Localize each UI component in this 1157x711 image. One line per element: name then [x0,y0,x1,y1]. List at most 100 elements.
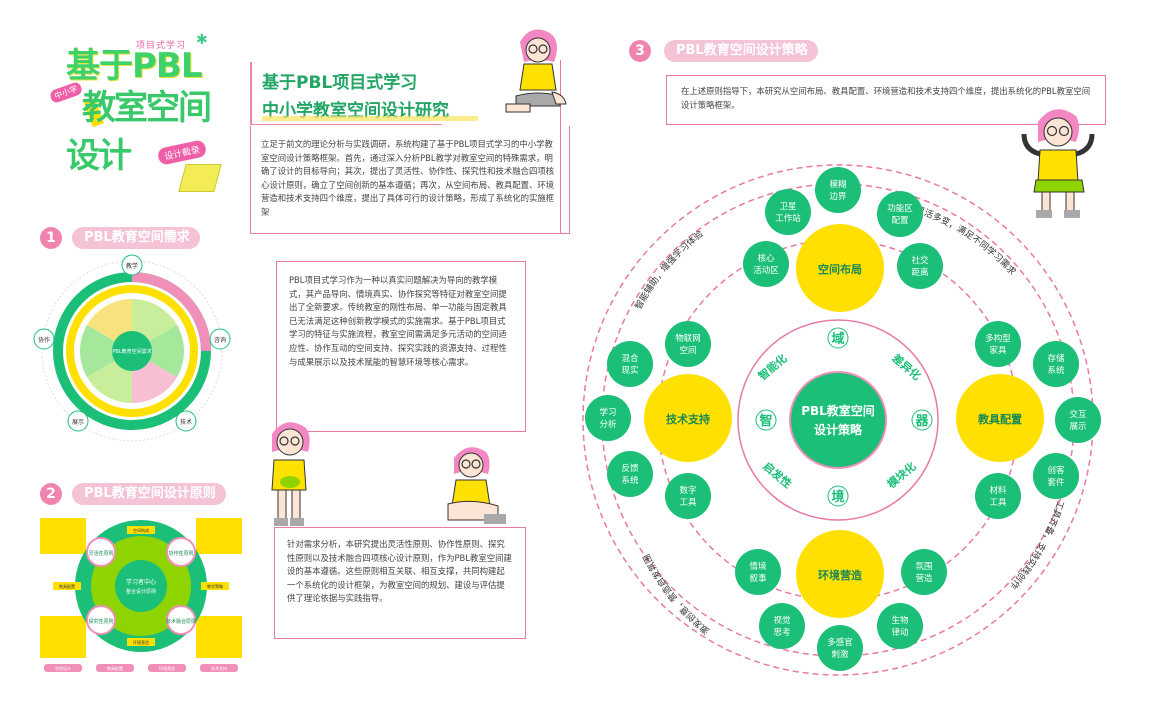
intro-text-box: 立足于前文的理论分析与实践调研，系统构建了基于PBL项目式学习的中小学教室空间设… [250,126,570,234]
svg-text:环境营造: 环境营造 [133,639,149,645]
section1-title: PBL教育空间需求 [72,227,200,249]
svg-text:工作站: 工作站 [775,213,801,224]
logo-star-icon: ✱ [196,32,208,48]
strategy-center-line1: PBL教室空间 [801,403,875,418]
svg-text:刺激: 刺激 [831,649,849,660]
principle-tag-right: 教学策略 [201,582,229,590]
needs-node-display: 展示 [67,410,89,432]
principle-tech: 技术融合原则 [166,605,196,635]
principle-tag-bottom: 环境营造 [127,638,155,646]
section1-number: 1 [40,227,62,249]
principle-inquiry: 探究性原则 [86,605,116,635]
svg-text:边界: 边界 [829,191,847,202]
dimension-layout: 空间布局 [796,224,884,312]
svg-text:多构型: 多构型 [985,333,1011,344]
character-standing-illustration [271,422,310,526]
logo-small-top: 项目式学习 [136,41,187,51]
needs-node-consult: 咨询 [209,328,231,350]
svg-text:技术: 技术 [180,418,192,426]
logo-line2: 教室空间 [82,88,212,128]
ring-char-bottom: 境 [827,485,849,507]
svg-text:系统: 系统 [621,475,639,486]
logo-line3: 设计 [66,136,132,176]
principle-footer-3: 环境营造 [148,664,186,672]
svg-text:展示: 展示 [72,419,84,426]
section1-needs-diagram: PBL教育空间需求 教学 咨询 协作 展示 技术 [33,254,231,442]
svg-text:协作性原则: 协作性原则 [168,550,193,557]
svg-text:技术支持: 技术支持 [211,665,227,671]
character-kneeling-illustration [447,447,506,524]
logo-badge-left: 中小学 [48,80,84,105]
principles-center-line2: 整合设计原则 [126,588,156,595]
svg-text:现实: 现实 [621,365,638,376]
main-title-line1: 基于PBL项目式学习 [262,73,418,93]
needs-node-teaching: 教学 [121,254,143,276]
svg-text:律动: 律动 [891,627,909,638]
svg-text:技术支持: 技术支持 [666,412,710,426]
svg-text:叙事: 叙事 [749,573,767,584]
svg-text:智: 智 [759,413,772,429]
svg-text:距离: 距离 [911,267,928,278]
svg-text:分析: 分析 [599,419,617,430]
svg-text:协作: 协作 [38,336,50,344]
principle-tag-top: 空间构成 [127,526,155,534]
needs-node-tech: 技术 [175,410,197,432]
svg-text:卫星: 卫星 [779,202,796,212]
section3-title: PBL教育空间设计策略 [664,40,818,62]
svg-text:工具: 工具 [989,498,1007,508]
svg-text:空间设计: 空间设计 [55,665,71,671]
logo: 项目式学习 ✱ 基于PBL 教室空间 设计 中小学 设计截录 [48,32,232,196]
svg-text:营造: 营造 [915,573,933,584]
svg-text:套件: 套件 [1047,477,1065,488]
section3-text-box: 在上述原则指导下，本研究从空间布局、教具配置、环境营造和技术支持四个维度，提出系… [666,75,1106,125]
svg-text:空间布局: 空间布局 [818,262,862,276]
svg-text:生物: 生物 [891,615,909,626]
strategy-diagram: 灵活多变，满足不同学习需求 工具齐备，支持实践创作 激发创意，营造启发氛围 智能… [582,164,1101,676]
ring-word-differentiation: 差异化 [889,351,923,383]
outer-arc-text-3: 激发创意，营造启发氛围 [641,552,712,637]
svg-text:视觉: 视觉 [773,615,791,626]
svg-text:教学策略: 教学策略 [207,583,223,589]
outer-arc-text-4: 智能辅助，增强学习体验 [632,228,705,312]
principle-footer-4: 技术支持 [200,664,238,672]
svg-text:数字: 数字 [679,485,696,496]
character-sitting-illustration [505,29,567,113]
svg-text:器: 器 [914,414,929,429]
dimension-tools: 教具配置 [956,374,1044,462]
section3-number: 3 [629,40,651,62]
svg-text:灵活性原则: 灵活性原则 [88,550,113,557]
svg-text:存储: 存储 [1047,353,1065,364]
needs-center-label: PBL教育空间需求 [112,348,151,355]
svg-text:咨询: 咨询 [214,336,226,344]
ring-char-left: 智 [755,409,777,431]
svg-text:教具配置: 教具配置 [59,583,75,589]
needs-node-collab: 协作 [33,328,55,350]
svg-text:教具配置: 教具配置 [977,412,1022,426]
section3-text: 在上述原则指导下，本研究从空间布局、教具配置、环境营造和技术支持四个维度，提出系… [681,86,1091,110]
svg-text:环境营造: 环境营造 [818,568,863,582]
svg-text:配置: 配置 [891,216,909,226]
ring-char-top: 域 [827,327,849,349]
dimension-environment: 环境营造 [796,530,884,618]
principles-center-line1: 学习者中心 [126,578,156,586]
logo-line1: 基于PBL [66,46,202,86]
ring-word-inspiring: 启发性 [760,459,794,491]
svg-text:展示: 展示 [1069,422,1086,432]
dimension-tech: 技术支持 [644,374,732,462]
intro-pointer [560,60,561,234]
intro-text: 立足于前文的理论分析与实践调研，系统构建了基于PBL项目式学习的中小学教室空间设… [261,139,555,217]
